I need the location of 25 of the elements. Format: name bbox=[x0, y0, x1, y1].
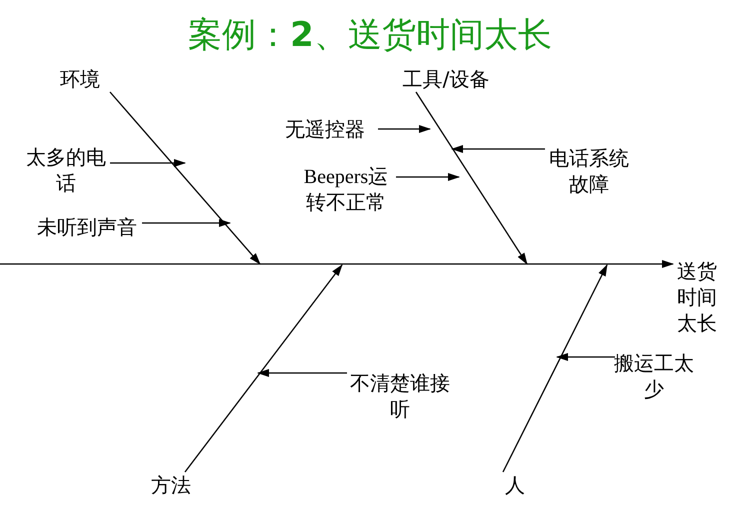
cause-label: 搬运工太少 bbox=[609, 350, 699, 402]
cause-arrow bbox=[556, 353, 615, 361]
cause-arrow bbox=[451, 145, 545, 153]
category-label: 人 bbox=[503, 472, 527, 498]
cause-arrow bbox=[378, 125, 431, 133]
cause-label: 太多的电话 bbox=[22, 144, 110, 196]
cause-label: 未听到声音 bbox=[32, 214, 142, 240]
spine-arrow bbox=[0, 260, 674, 268]
category-label: 方法 bbox=[146, 472, 196, 498]
cause-label: 不清楚谁接听 bbox=[347, 370, 453, 422]
category-label: 工具/设备 bbox=[400, 66, 492, 92]
cause-arrow bbox=[396, 173, 460, 181]
bone-arrow bbox=[502, 264, 608, 472]
bone-arrow bbox=[184, 264, 343, 472]
cause-label: Beepers运转不正常 bbox=[296, 164, 396, 216]
bone-arrow bbox=[110, 92, 261, 265]
cause-arrow bbox=[142, 219, 231, 227]
cause-arrow bbox=[257, 369, 347, 377]
title: 案例：2、送货时间太长 bbox=[188, 14, 552, 57]
bone-arrow bbox=[415, 92, 528, 265]
effect-label: 送货时间太长 bbox=[673, 258, 721, 336]
cause-label: 无遥控器 bbox=[272, 116, 378, 142]
cause-label: 电话系统故障 bbox=[545, 145, 633, 197]
cause-arrow bbox=[110, 159, 186, 167]
category-label: 环境 bbox=[50, 66, 110, 92]
